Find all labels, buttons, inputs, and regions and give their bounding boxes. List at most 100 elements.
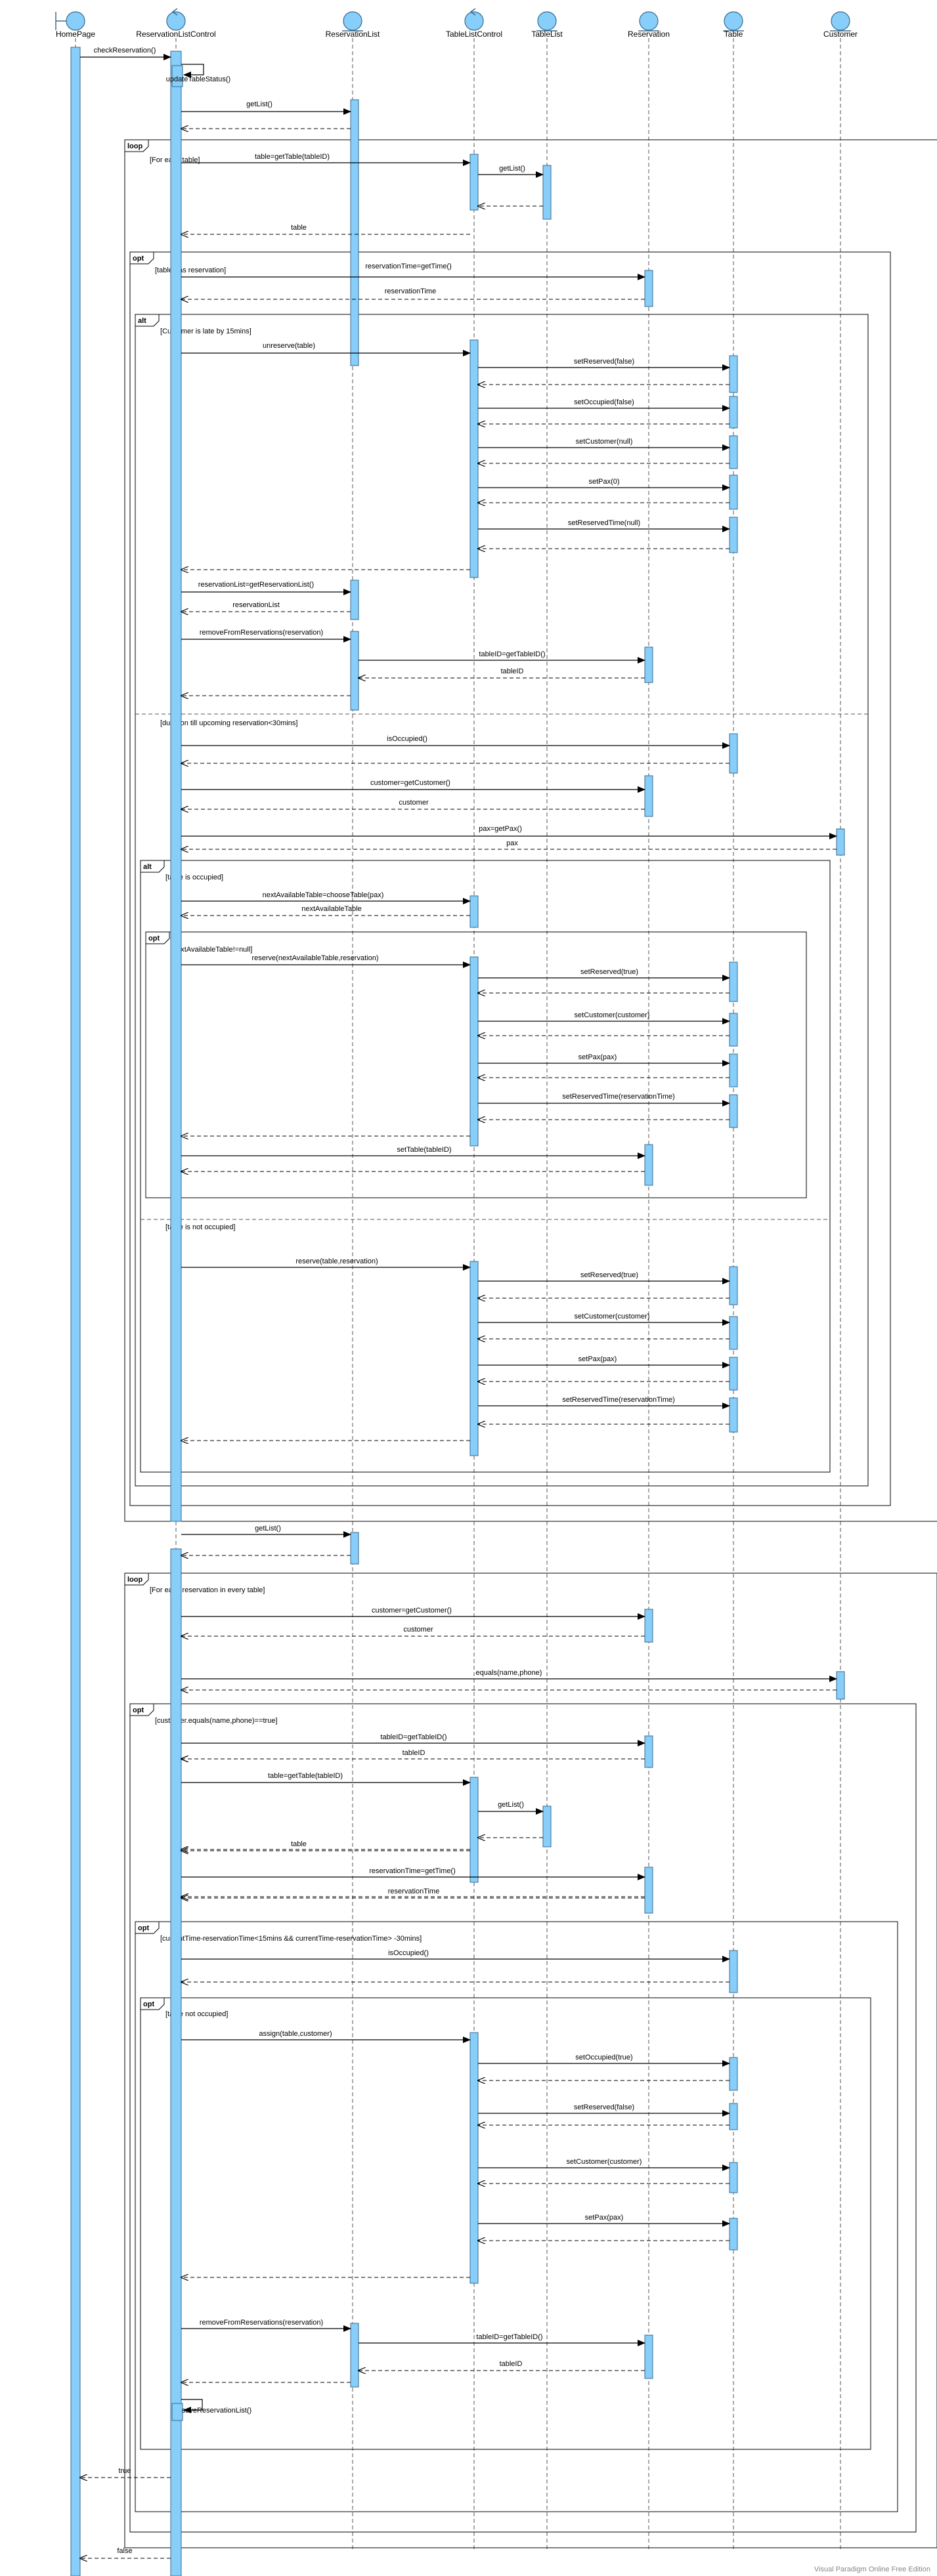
activation-bar: [469, 1261, 479, 1456]
participant-rl[interactable]: ReservationList: [326, 11, 380, 39]
activation-bar: [729, 2057, 738, 2091]
entity-icon: [724, 11, 743, 31]
call-message: tableID=getTableID(): [359, 650, 645, 664]
fragment-frame: [124, 139, 937, 1522]
call-message: table=getTable(tableID): [181, 153, 471, 166]
return-message: table: [181, 1840, 470, 1851]
message-label: tableID=getTableID(): [479, 650, 545, 658]
message-label: tableID: [500, 2360, 523, 2368]
message-label: customer=getCustomer(): [372, 1607, 452, 1615]
message-label: setOccupied(true): [575, 2054, 632, 2061]
fragment-label-tab: [125, 140, 149, 152]
fragment-operator: alt: [143, 863, 152, 871]
message-label: reservationTime: [388, 1888, 439, 1895]
message-line: [181, 64, 204, 78]
fragment-frame: [140, 860, 831, 1473]
call-message: setOccupied(true): [478, 2054, 730, 2067]
return-message: customer: [181, 1626, 645, 1636]
activation-bar: [729, 1013, 738, 1047]
message-label: setReserved(true): [580, 968, 638, 976]
call-message: getList(): [181, 1525, 351, 1538]
return-message: customer: [181, 799, 645, 809]
call-message: tableID=getTableID(): [359, 2333, 645, 2346]
call-message: reserve(nextAvailableTable,reservation): [181, 954, 471, 968]
fragment-alt: alt[Customer is late by 15mins][duration…: [135, 314, 869, 1487]
call-message: setTable(tableID): [181, 1146, 645, 1159]
call-message: reservationTime=getTime(): [181, 263, 645, 280]
call-message: setOccupied(false): [478, 398, 730, 412]
participant-cust[interactable]: Customer: [823, 11, 858, 39]
activation-bar: [644, 646, 653, 683]
fragment-guard: [nextAvailableTable!=null]: [171, 946, 252, 954]
call-message: reserve(table,reservation): [181, 1257, 471, 1271]
participant-rlc[interactable]: ReservationListControl: [136, 8, 216, 39]
call-message: setReserved(true): [478, 968, 730, 981]
participant-name: Table: [724, 30, 743, 39]
call-message: setReservedTime(reservationTime): [478, 1093, 730, 1107]
fragment-operator: opt: [133, 1706, 144, 1714]
activation-bar: [729, 1357, 738, 1391]
activation-bar: [729, 1053, 738, 1087]
participant-tl[interactable]: TableList: [531, 11, 563, 39]
message-label: saveReservationList(): [182, 2407, 251, 2415]
message-label: table=getTable(tableID): [268, 1772, 343, 1780]
message-label: customer=getCustomer(): [370, 779, 450, 787]
control-icon: [464, 11, 484, 31]
activation-bar: [469, 956, 479, 1147]
call-message: tableID=getTableID(): [181, 1733, 645, 1746]
message-label: reserve(nextAvailableTable,reservation): [251, 954, 378, 962]
message-label: setReservedTime(null): [568, 519, 640, 527]
activation-bar: [644, 775, 653, 817]
activation-bar: [729, 517, 738, 553]
self-message: saveReservationList(): [181, 2399, 251, 2415]
participant-tlc[interactable]: TableListControl: [446, 8, 502, 39]
call-message: getList(): [181, 100, 351, 115]
fragment-label-tab: [130, 1704, 154, 1716]
message-label: setReservedTime(reservationTime): [562, 1396, 675, 1404]
message-label: setOccupied(false): [574, 398, 634, 406]
message-label: tableID: [403, 1749, 425, 1757]
activation-bar: [729, 475, 738, 510]
message-label: table: [291, 1840, 307, 1848]
message-label: table=getTable(tableID): [255, 153, 330, 161]
participant-name: TableListControl: [446, 30, 502, 39]
call-message: nextAvailableTable=chooseTable(pax): [181, 891, 471, 904]
participant-name: TableList: [531, 30, 563, 39]
message-label: true: [119, 2467, 131, 2475]
activation-bar: [469, 895, 479, 928]
return-message: table: [181, 224, 470, 234]
message-label: setPax(pax): [578, 1053, 617, 1061]
fragment-label-tab: [141, 860, 165, 873]
activation-bar: [644, 1867, 653, 1914]
participant-name: HomePage: [56, 30, 95, 39]
fragment-opt: opt[table has reservation]: [129, 251, 891, 1506]
return-message: nextAvailableTable: [181, 905, 470, 916]
activation-bar: [542, 165, 552, 220]
call-message: setCustomer(null): [478, 438, 730, 451]
participant-tbl[interactable]: Table: [723, 11, 744, 39]
call-message: reservationList=getReservationList(): [181, 581, 351, 595]
activation-bar: [729, 435, 738, 469]
return-message: true: [80, 2467, 171, 2478]
activation-bar: [729, 355, 738, 393]
message-label: getList(): [499, 165, 525, 173]
message-label: removeFromReservations(reservation): [200, 2319, 323, 2327]
activation-bar: [729, 2162, 738, 2193]
message-label: table: [291, 224, 307, 232]
activation-bar: [729, 1316, 738, 1350]
return-message: reservationList: [181, 601, 351, 612]
participant-res[interactable]: Reservation: [628, 11, 670, 39]
fragment-guard: [currentTime-reservationTime<15mins && c…: [160, 1935, 422, 1943]
participant-homepage[interactable]: HomePage: [55, 11, 95, 39]
activation-bar-homepage: [70, 47, 81, 2576]
entity-icon: [537, 11, 557, 31]
call-message: equals(name,phone): [181, 1669, 837, 1682]
message-label: checkReservation(): [94, 47, 156, 54]
message-line: [181, 2399, 203, 2413]
control-arrow-icon: [171, 8, 178, 16]
fragment-guard: [table is not occupied]: [165, 1223, 235, 1231]
fragment-guard: [duration till upcoming reservation<30mi…: [160, 719, 297, 727]
activation-bar: [644, 1735, 653, 1768]
fragment-opt: opt[currentTime-reservationTime<15mins &…: [135, 1921, 898, 2512]
participant-name: Customer: [823, 30, 858, 39]
